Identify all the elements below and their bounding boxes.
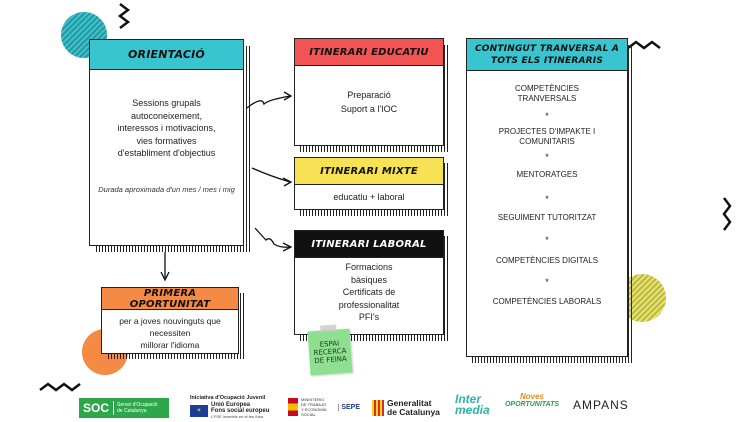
laboral-card: ITINERARI LABORAL Formacions bàsiques Ce… <box>294 230 444 335</box>
soc-sub: Servei d'Ocupació <box>117 402 158 408</box>
transversal-item: PROJECTES D'IMPAKTE I COMUNITARIS <box>498 127 596 146</box>
educatiu-card: ITINERARI EDUCATIU Preparació Suport a l… <box>294 38 444 146</box>
generalitat-line: de Catalunya <box>387 407 440 417</box>
generalitat-logo: Generalitat de Catalunya <box>372 397 448 419</box>
separator-star: * <box>545 194 549 204</box>
oportunitat-description: per a joves nouvinguts que necessiten mi… <box>102 315 238 351</box>
mixte-card: ITINERARI MIXTE educatiu + laboral <box>294 157 444 210</box>
transversal-item: COMPETÈNCIES LABORALS <box>492 297 602 306</box>
orientacio-header: ORIENTACIÓ <box>90 40 243 70</box>
transversal-item: COMPETÈNCIES TRANVERSALS <box>514 84 579 103</box>
transversal-item: MENTORATGES <box>516 170 578 179</box>
postit-line: DE FEINA <box>314 354 348 366</box>
iniciativa-line: Iniciativa d'Ocupació Juvenil <box>190 395 266 401</box>
eu-flag-icon: ✶ <box>190 405 208 417</box>
mixte-text: educatiu + laboral <box>333 192 405 202</box>
educatiu-header: ITINERARI EDUCATIU <box>295 39 443 66</box>
educatiu-line: Preparació <box>347 90 391 100</box>
noves-line: OPORTUNITATS <box>504 401 560 408</box>
intermedia-line: Inter <box>455 392 482 406</box>
orientacio-line: autoconeixement, <box>130 110 203 121</box>
ministerio-logo: MINISTERIO DE TRABAJO Y ECONOMÍA SOCIAL … <box>288 396 360 418</box>
educatiu-line: Suport a l'IOC <box>340 104 398 114</box>
mixte-title: ITINERARI MIXTE <box>320 165 418 177</box>
transversal-item: COMPETÈNCIES DIGITALS <box>495 256 599 265</box>
iniciativa-logo: Iniciativa d'Ocupació Juvenil ✶ Unió Eur… <box>190 395 280 419</box>
separator-star: * <box>545 235 549 245</box>
laboral-header: ITINERARI LABORAL <box>295 231 443 258</box>
generalitat-line: Generalitat <box>387 398 432 408</box>
oportunitat-card: PRIMERA OPORTUNITAT per a joves nouvingu… <box>101 287 239 354</box>
educatiu-title: ITINERARI EDUCATIU <box>309 46 429 58</box>
iniciativa-line: Fons social europeu <box>211 408 270 414</box>
laboral-description: Formacions bàsiques Certificats de profe… <box>295 261 443 324</box>
orientacio-title: ORIENTACIÓ <box>128 48 205 61</box>
ministerio-line: DE TRABAJO <box>301 402 327 407</box>
spain-crest-icon <box>288 398 299 416</box>
transversal-header: CONTINGUT TRANVERSAL A TOTS ELS ITINERAR… <box>467 39 627 71</box>
laboral-line: professionalitat <box>338 299 400 310</box>
soc-sub: de Catalunya <box>117 408 147 414</box>
ampans-logo: AMPANS <box>573 398 629 412</box>
oportunitat-line: millorar l'idioma <box>140 340 200 350</box>
oportunitat-line: necessiten <box>149 328 191 338</box>
sepe-label: SEPE <box>338 403 360 411</box>
laboral-line: Formacions <box>345 262 393 272</box>
transversal-title-line: TOTS ELS ITINERARIS <box>490 55 603 66</box>
laboral-title: ITINERARI LABORAL <box>311 238 427 250</box>
orientacio-line: interessos i motivacions, <box>117 123 216 133</box>
iniciativa-line: L'FSE inverteix en el teu futur <box>211 414 264 419</box>
noves-oportunitats-logo: Noves OPORTUNITATS <box>502 392 562 418</box>
intermedia-line: media <box>455 403 490 417</box>
transversal-item: SEGUIMENT TUTORITZAT <box>497 213 597 222</box>
recerca-feina-postit: ESPAI RECERCA DE FEINA <box>307 324 353 376</box>
separator-star: * <box>545 152 549 162</box>
laboral-line: PFI's <box>358 312 380 322</box>
ministerio-line: MINISTERIO <box>301 397 325 402</box>
educatiu-description: Preparació Suport a l'IOC <box>295 88 443 116</box>
oportunitat-title: PRIMERA OPORTUNITAT <box>129 287 211 310</box>
orientacio-line: Sessions grupals <box>132 98 201 108</box>
orientacio-description: Sessions grupals autoconeixement, intere… <box>90 97 243 160</box>
soc-main: SOC <box>79 401 115 415</box>
orientacio-line: d'establiment d'objectius <box>117 148 216 158</box>
noves-line: Noves <box>519 392 544 401</box>
iniciativa-line: Unió Europea <box>211 402 251 408</box>
generalitat-flag-icon <box>372 400 384 416</box>
separator-star: * <box>545 277 549 287</box>
laboral-line: bàsiques <box>350 274 388 285</box>
orientacio-duration: Durada aproximada d'un mes / mes i mig <box>98 185 235 194</box>
soc-logo: SOC Servei d'Ocupació de Catalunya <box>79 398 169 418</box>
intermedia-logo: Inter media <box>455 392 499 420</box>
separator-star: * <box>545 111 549 121</box>
laboral-line: Certificats de <box>342 287 396 297</box>
mixte-header: ITINERARI MIXTE <box>295 158 443 185</box>
orientacio-line: vies formatives <box>136 135 197 146</box>
oportunitat-header: PRIMERA OPORTUNITAT <box>102 288 238 310</box>
transversal-card: CONTINGUT TRANVERSAL A TOTS ELS ITINERAR… <box>466 38 628 357</box>
oportunitat-line: per a joves nouvinguts que <box>119 316 221 326</box>
ministerio-line: Y ECONOMÍA SOCIAL <box>301 407 327 417</box>
orientacio-card: ORIENTACIÓ Sessions grupals autoconeixem… <box>89 39 244 246</box>
transversal-title-line: CONTINGUT TRANVERSAL A <box>474 43 620 54</box>
